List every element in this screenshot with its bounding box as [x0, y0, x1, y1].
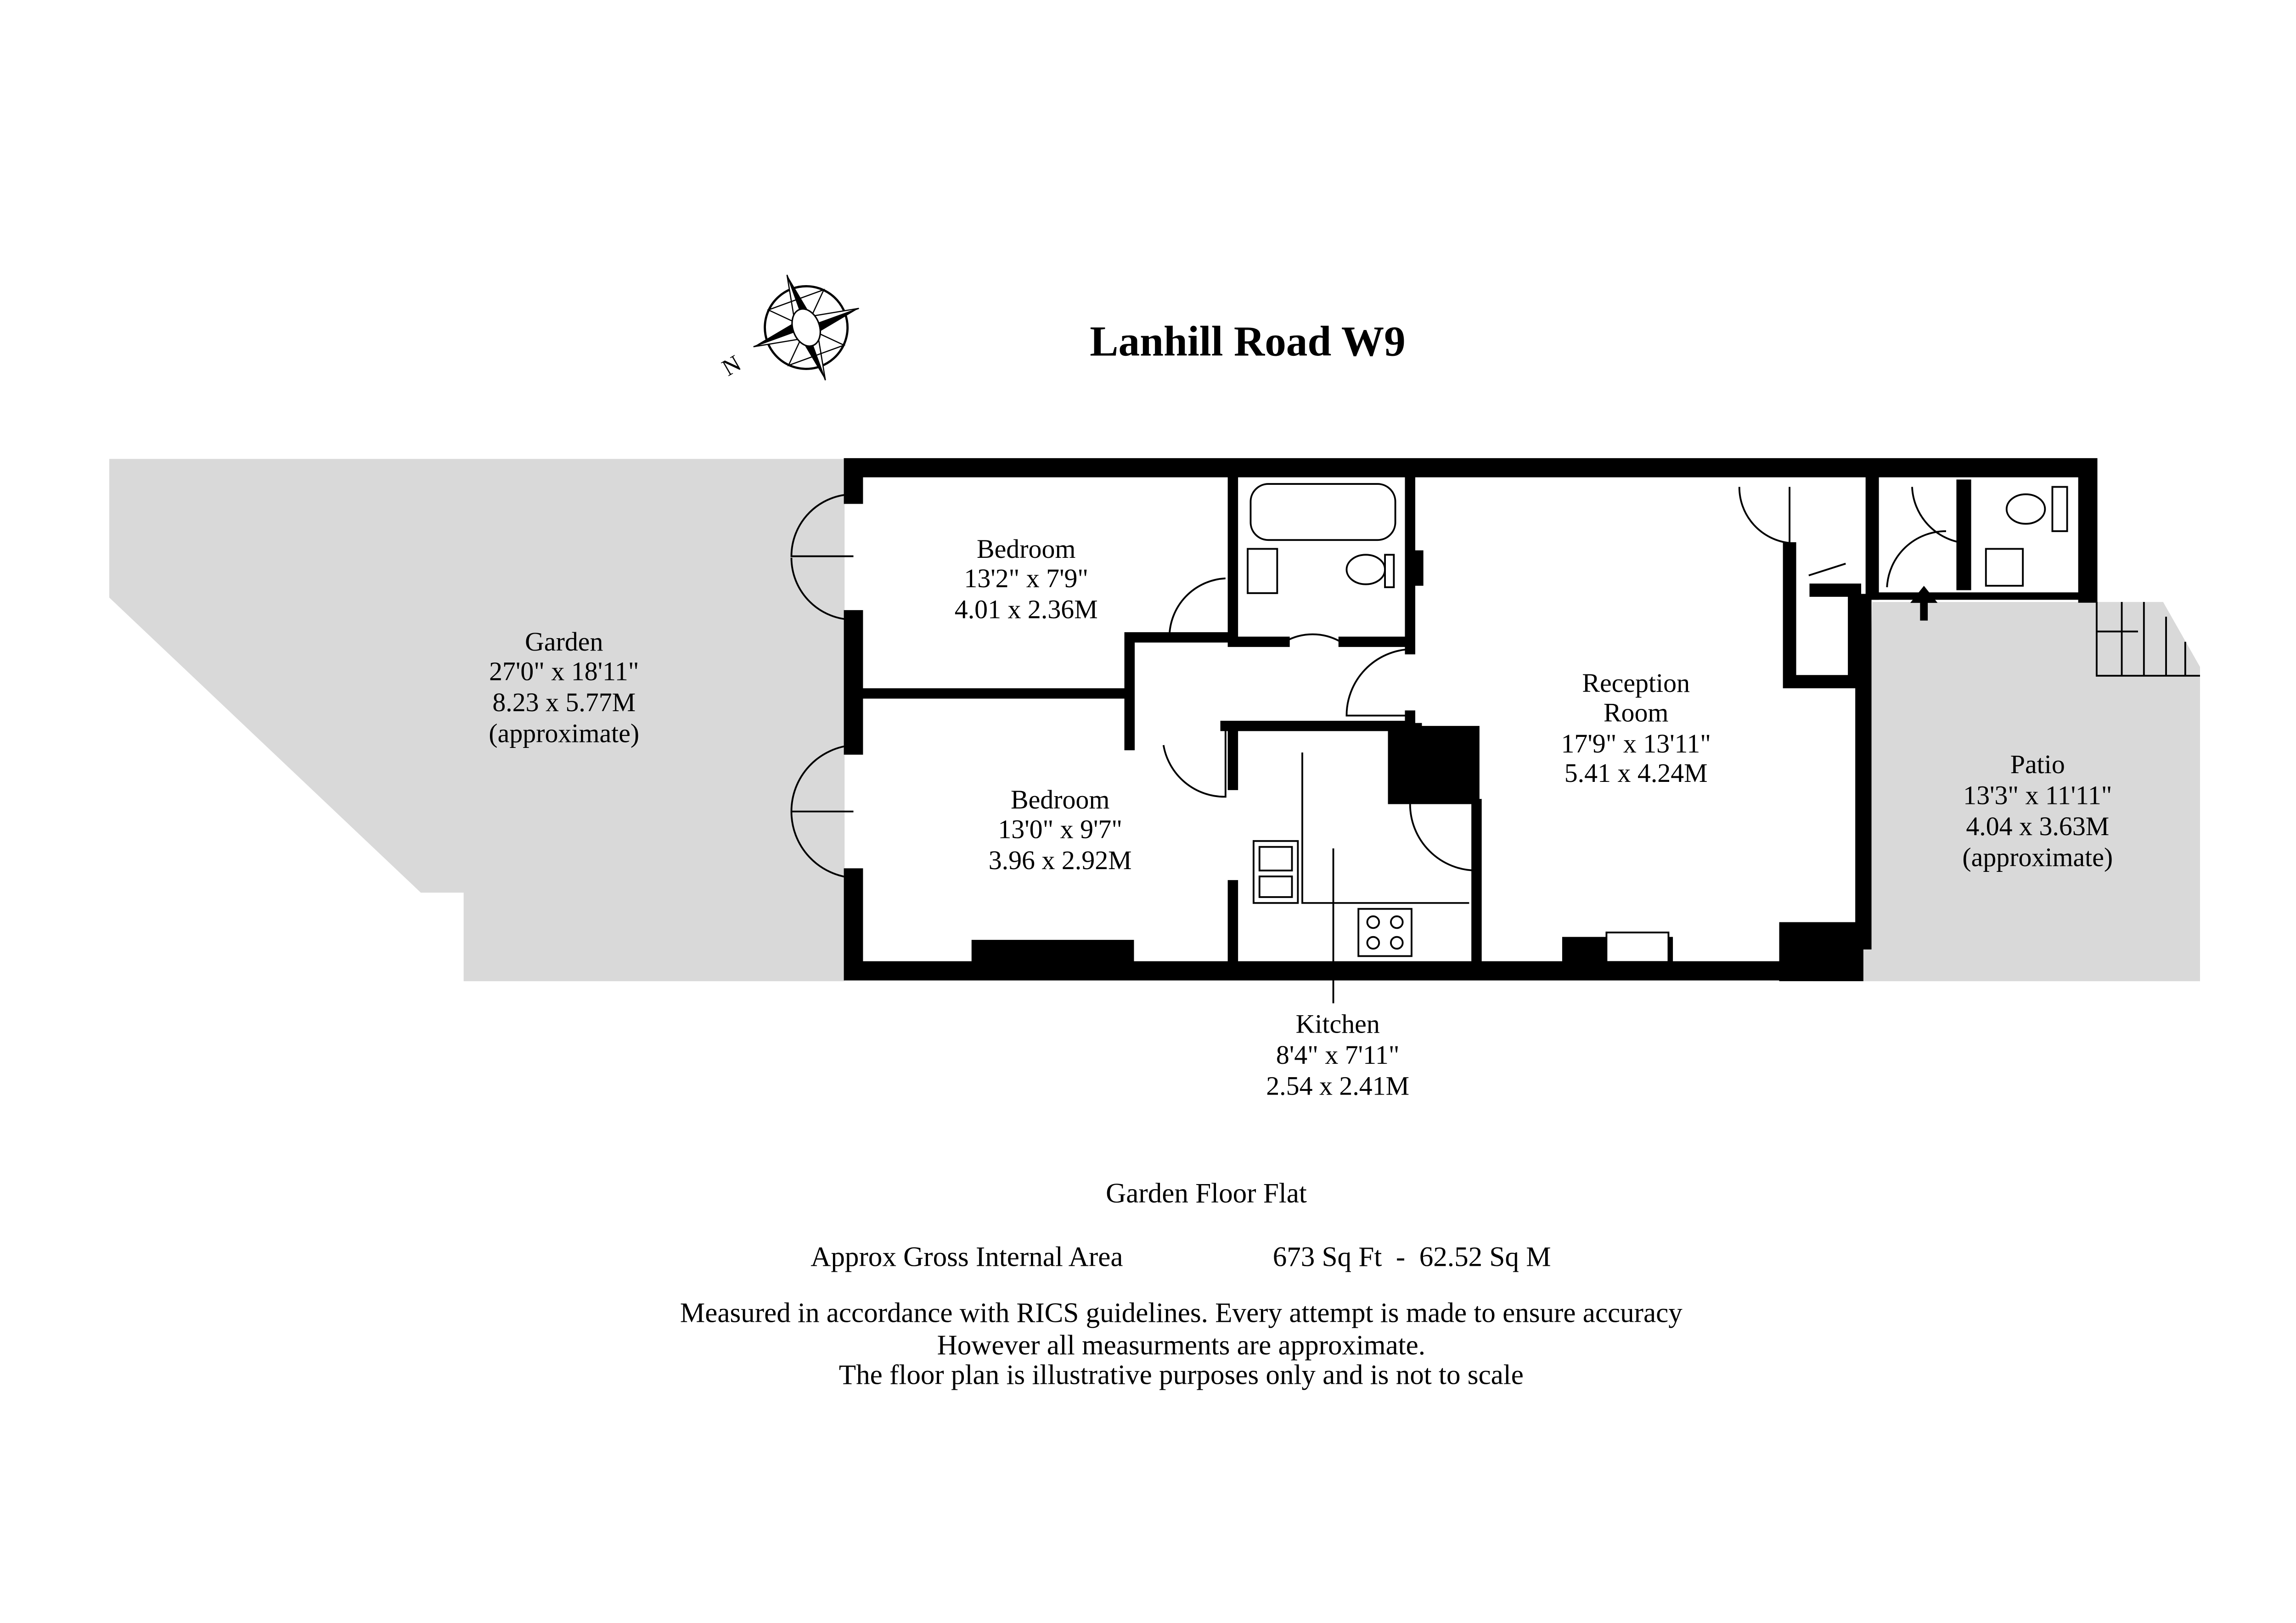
garden-area	[109, 459, 845, 982]
room-metric: 5.41 x 4.24M	[1564, 758, 1708, 788]
hob-icon	[1357, 908, 1412, 957]
room-name-line2: Room	[1604, 697, 1669, 727]
room-kitchen: Kitchen 8'4" x 7'11" 2.54 x 2.41M	[1266, 1009, 1409, 1101]
room-name: Bedroom	[977, 534, 1075, 564]
toilet-icon	[1345, 554, 1386, 585]
room-reception: Reception Room 17'9" x 13'11" 5.41 x 4.2…	[1561, 668, 1711, 788]
room-metric: 4.04 x 3.63M	[1966, 811, 2109, 841]
room-metric: 3.96 x 2.92M	[989, 845, 1132, 875]
page-title: Lanhill Road W9	[1090, 318, 1406, 365]
area-value: 673 Sq Ft - 62.52 Sq M	[1273, 1241, 1551, 1272]
room-imperial: 8'4" x 7'11"	[1276, 1040, 1400, 1070]
compass-north-label: N	[718, 350, 746, 382]
room-imperial: 13'2" x 7'9"	[964, 563, 1088, 593]
room-bedroom-1: Bedroom 13'2" x 7'9" 4.01 x 2.36M	[955, 534, 1098, 624]
room-note: (approximate)	[1962, 842, 2113, 872]
room-garden: Garden 27'0" x 18'11" 8.23 x 5.77M (appr…	[489, 627, 639, 748]
basin-icon	[1247, 548, 1278, 594]
room-imperial: 13'3" x 11'11"	[1963, 780, 2112, 810]
room-metric: 2.54 x 2.41M	[1266, 1071, 1409, 1101]
floor-label: Garden Floor Flat	[1106, 1178, 1307, 1209]
doors	[790, 487, 1964, 879]
sink-icon	[1252, 840, 1299, 904]
disclaimer-line: Measured in accordance with RICS guideli…	[680, 1297, 1683, 1328]
room-metric: 8.23 x 5.77M	[492, 687, 636, 717]
room-bedroom-2: Bedroom 13'0" x 9'7" 3.96 x 2.92M	[989, 785, 1132, 875]
room-name: Garden	[525, 627, 603, 657]
entrance-arrow-icon	[1910, 585, 1938, 621]
room-metric: 4.01 x 2.36M	[955, 595, 1098, 624]
room-imperial: 27'0" x 18'11"	[489, 657, 639, 686]
bath-icon	[1249, 483, 1396, 541]
walls	[844, 458, 2098, 982]
fixtures	[1247, 483, 2068, 1004]
room-name: Bedroom	[1011, 785, 1109, 814]
footer: Garden Floor Flat Approx Gross Internal …	[680, 1178, 1683, 1390]
room-name: Patio	[2010, 749, 2065, 779]
room-name: Kitchen	[1296, 1009, 1380, 1039]
room-imperial: 13'0" x 9'7"	[998, 814, 1122, 844]
disclaimer-line: However all measurments are approximate.	[937, 1330, 1425, 1361]
patio-area	[1813, 602, 2200, 982]
room-note: (approximate)	[489, 718, 639, 748]
room-patio: Patio 13'3" x 11'11" 4.04 x 3.63M (appro…	[1962, 749, 2113, 872]
area-label: Approx Gross Internal Area	[810, 1241, 1123, 1272]
room-imperial: 17'9" x 13'11"	[1561, 729, 1711, 758]
disclaimer-line: The floor plan is illustrative purposes …	[839, 1359, 1524, 1390]
patio-steps	[2095, 602, 2200, 677]
compass-rose-icon	[753, 275, 859, 381]
room-name-line1: Reception	[1582, 668, 1690, 698]
